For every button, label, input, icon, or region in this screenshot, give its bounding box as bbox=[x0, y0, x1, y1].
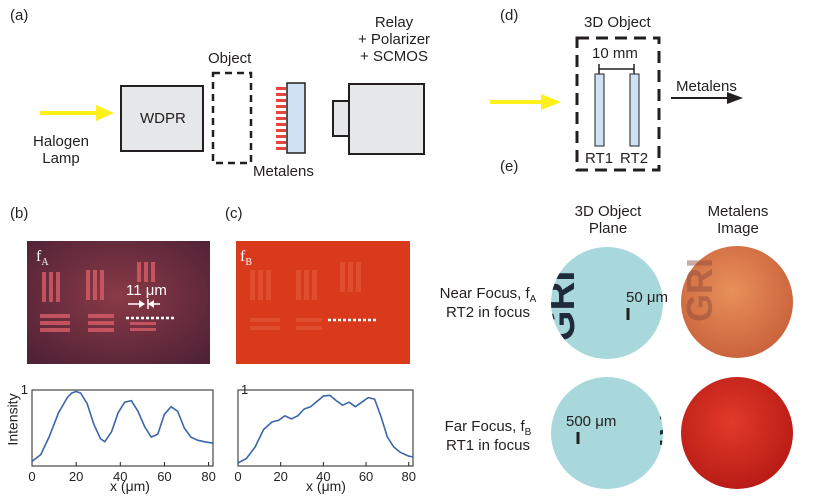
relay-label: Relay+ Polarizer+ SCMOS bbox=[357, 14, 431, 65]
spacing-label: 10 mm bbox=[592, 45, 638, 62]
xlabel-b: x (μm) bbox=[110, 478, 150, 494]
intensity-profile-c: 0 20 40 60 80 1 bbox=[234, 382, 416, 484]
wdpr-label: WDPR bbox=[140, 110, 186, 127]
panel-label-e: (e) bbox=[500, 158, 519, 175]
x-tick-label-c-0: 0 bbox=[234, 469, 241, 484]
object-label: Object bbox=[208, 50, 252, 67]
metalens-pillars bbox=[276, 87, 286, 150]
image-c bbox=[236, 241, 410, 364]
light-arrow-d-head bbox=[541, 94, 561, 110]
resolution-target-rt2 bbox=[629, 73, 640, 147]
camera-body bbox=[348, 83, 425, 155]
x-tick-label-b-0: 0 bbox=[28, 469, 35, 484]
metalens-label-d: Metalens bbox=[676, 78, 737, 95]
plot-frame-c bbox=[237, 389, 414, 467]
x-tick-label-c-1: 20 bbox=[273, 469, 287, 484]
rt1-label: RT1 bbox=[585, 150, 614, 167]
x-tick-label-b-1: 20 bbox=[69, 469, 83, 484]
light-arrow-a-head bbox=[96, 105, 114, 121]
image-b-bars bbox=[40, 262, 156, 332]
object-dashed-box bbox=[211, 71, 253, 165]
row-label-near-focus: Near Focus, fA RT2 in focus bbox=[439, 285, 537, 321]
metalens-label-a: Metalens bbox=[253, 163, 314, 180]
metalens-substrate bbox=[286, 82, 306, 154]
image-b-focus-label: fA bbox=[36, 248, 49, 268]
panel-label-a: (a) bbox=[10, 7, 29, 24]
scale-label-50um: 50 μm bbox=[626, 289, 668, 306]
image-b bbox=[27, 241, 210, 364]
image-b-scale-label: 11 μm bbox=[126, 282, 167, 299]
svg-text:JATO: JATO bbox=[653, 397, 686, 474]
plot-frame-b bbox=[31, 389, 214, 467]
metalens-image-far bbox=[681, 377, 793, 489]
image-c-bars bbox=[250, 262, 361, 330]
x-tick-label-c-3: 60 bbox=[359, 469, 373, 484]
row-label-far-focus: Far Focus, fB RT1 in focus bbox=[444, 418, 532, 454]
resolution-target-rt1 bbox=[594, 73, 605, 147]
scale-label-500um: 500 μm bbox=[566, 413, 617, 430]
intensity-profile-b: 0 20 40 60 80 1 bbox=[21, 382, 216, 484]
y-tick-label-b-1: 1 bbox=[21, 382, 28, 397]
ylabel-b: Intensity bbox=[4, 393, 21, 446]
x-tick-label-b-2: 40 bbox=[113, 469, 127, 484]
object-plane-far bbox=[551, 377, 663, 489]
camera-lens bbox=[332, 100, 350, 137]
intensity-series-c bbox=[237, 394, 414, 464]
output-arrow-head bbox=[727, 92, 743, 104]
panel-label-d: (d) bbox=[500, 7, 519, 24]
3d-object-dashed-box bbox=[575, 36, 661, 172]
far-target-text: JATO bbox=[653, 397, 686, 474]
object-plane-near bbox=[551, 247, 663, 359]
panel-label-b: (b) bbox=[10, 205, 29, 222]
x-tick-label-b-3: 60 bbox=[157, 469, 171, 484]
panel-label-c: (c) bbox=[225, 205, 243, 222]
rt2-label: RT2 bbox=[620, 150, 649, 167]
xlabel-c: x (μm) bbox=[306, 478, 346, 494]
3d-object-title: 3D Object bbox=[584, 14, 651, 31]
x-tick-label-b-4: 80 bbox=[201, 469, 215, 484]
metalens-image-near bbox=[681, 246, 793, 358]
wdpr-box bbox=[120, 85, 204, 152]
image-c-focus-label: fB bbox=[240, 248, 252, 268]
y-tick-label-c-1: 1 bbox=[241, 382, 248, 397]
metalens-near-blur-text: GRI bbox=[679, 258, 720, 322]
x-tick-label-c-2: 40 bbox=[316, 469, 330, 484]
intensity-series-b bbox=[31, 390, 214, 463]
x-tick-label-c-4: 80 bbox=[401, 469, 415, 484]
